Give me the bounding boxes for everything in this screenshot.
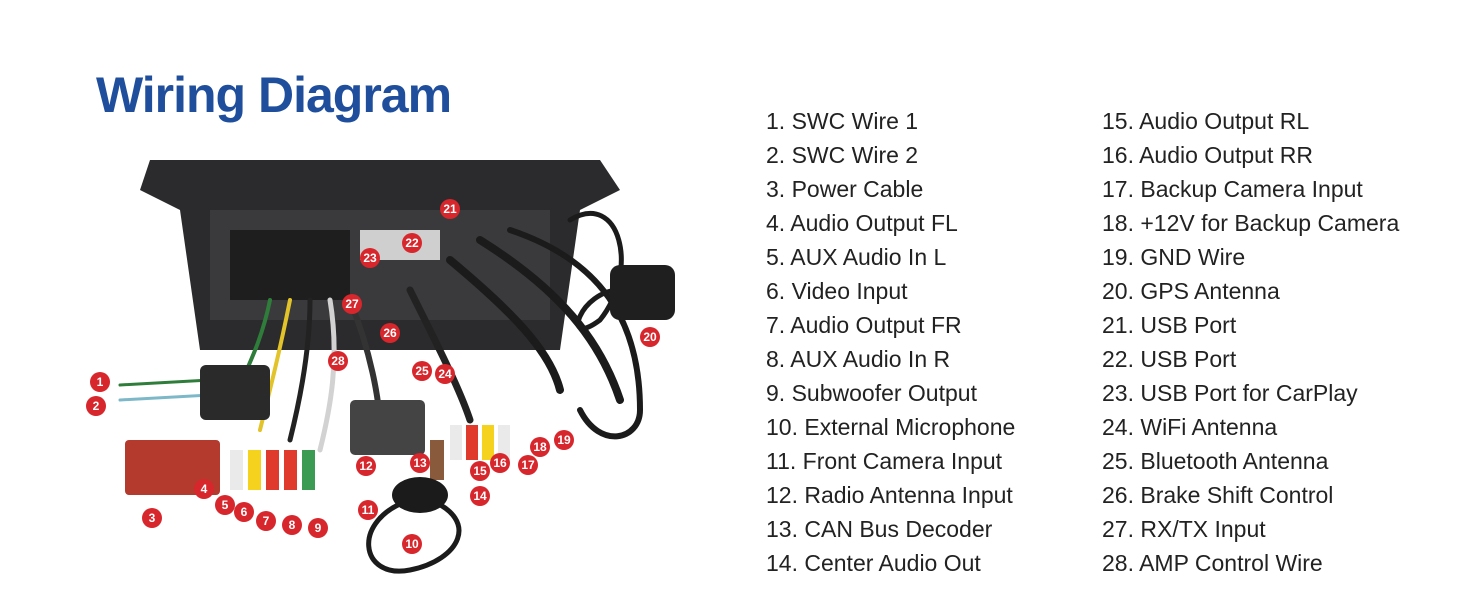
badge-label: 12: [359, 459, 373, 473]
legend-item: 11. Front Camera Input: [766, 448, 1003, 474]
legend-item: 23. USB Port for CarPlay: [1102, 380, 1358, 406]
legend-item: 8. AUX Audio In R: [766, 346, 951, 372]
badge-label: 23: [363, 251, 377, 265]
badge-label: 10: [405, 537, 419, 551]
legend-item: 25. Bluetooth Antenna: [1102, 448, 1329, 474]
legend-item: 6. Video Input: [766, 278, 908, 304]
legend-item: 16. Audio Output RR: [1102, 142, 1313, 168]
badge-label: 18: [533, 440, 547, 454]
badge-label: 21: [443, 202, 457, 216]
badge-label: 11: [362, 503, 375, 517]
page-title: Wiring Diagram: [96, 67, 452, 123]
badge-label: 4: [201, 482, 208, 496]
legend-item: 17. Backup Camera Input: [1102, 176, 1363, 202]
badge-label: 28: [331, 354, 345, 368]
legend-item: 3. Power Cable: [766, 176, 924, 202]
legend-item: 7. Audio Output FR: [766, 312, 962, 338]
legend-item: 14. Center Audio Out: [766, 550, 981, 576]
legend-item: 1. SWC Wire 1: [766, 108, 919, 134]
legend-item: 10. External Microphone: [766, 414, 1016, 440]
badge-label: 3: [149, 511, 156, 525]
badge-label: 2: [93, 399, 100, 413]
legend-column-right: 15. Audio Output RL 16. Audio Output RR …: [1102, 104, 1442, 580]
badge-label: 22: [405, 236, 419, 250]
badge-label: 6: [241, 505, 248, 519]
legend-item: 19. GND Wire: [1102, 244, 1246, 270]
badge-label: 17: [521, 458, 535, 472]
legend-item: 20. GPS Antenna: [1102, 278, 1280, 304]
badge-label: 1: [97, 375, 104, 389]
badge-label: 16: [493, 456, 507, 470]
legend-item: 18. +12V for Backup Camera: [1102, 210, 1400, 236]
legend-item: 4. Audio Output FL: [766, 210, 958, 236]
badge-label: 24: [438, 367, 452, 381]
legend-item: 22. USB Port: [1102, 346, 1237, 372]
legend-item: 26. Brake Shift Control: [1102, 482, 1334, 508]
badge-label: 13: [413, 456, 427, 470]
legend-item: 24. WiFi Antenna: [1102, 414, 1278, 440]
legend-item: 2. SWC Wire 2: [766, 142, 919, 168]
badge-label: 8: [289, 518, 296, 532]
wiring-legend: 1. SWC Wire 1 2. SWC Wire 2 3. Power Cab…: [766, 104, 1442, 580]
legend-item: 12. Radio Antenna Input: [766, 482, 1013, 508]
legend-column-left: 1. SWC Wire 1 2. SWC Wire 2 3. Power Cab…: [766, 104, 1102, 580]
wiring-harness-image: 1 2 3 4 5 6 7 8 9 10 11 12 13 14 15 16 1…: [80, 150, 700, 590]
badge-label: 9: [315, 521, 322, 535]
legend-item: 15. Audio Output RL: [1102, 108, 1310, 134]
badge-label: 14: [473, 489, 487, 503]
legend-item: 5. AUX Audio In L: [766, 244, 947, 270]
badge-label: 27: [345, 297, 359, 311]
legend-item: 27. RX/TX Input: [1102, 516, 1266, 542]
badge-label: 19: [557, 433, 571, 447]
legend-item: 9. Subwoofer Output: [766, 380, 977, 406]
badge-label: 26: [383, 326, 397, 340]
legend-item: 13. CAN Bus Decoder: [766, 516, 993, 542]
legend-item: 28. AMP Control Wire: [1102, 550, 1323, 576]
badge-label: 15: [473, 464, 487, 478]
badge-label: 5: [222, 498, 229, 512]
legend-item: 21. USB Port: [1102, 312, 1237, 338]
badge-label: 20: [643, 330, 657, 344]
badge-label: 25: [415, 364, 429, 378]
badge-label: 7: [263, 514, 270, 528]
